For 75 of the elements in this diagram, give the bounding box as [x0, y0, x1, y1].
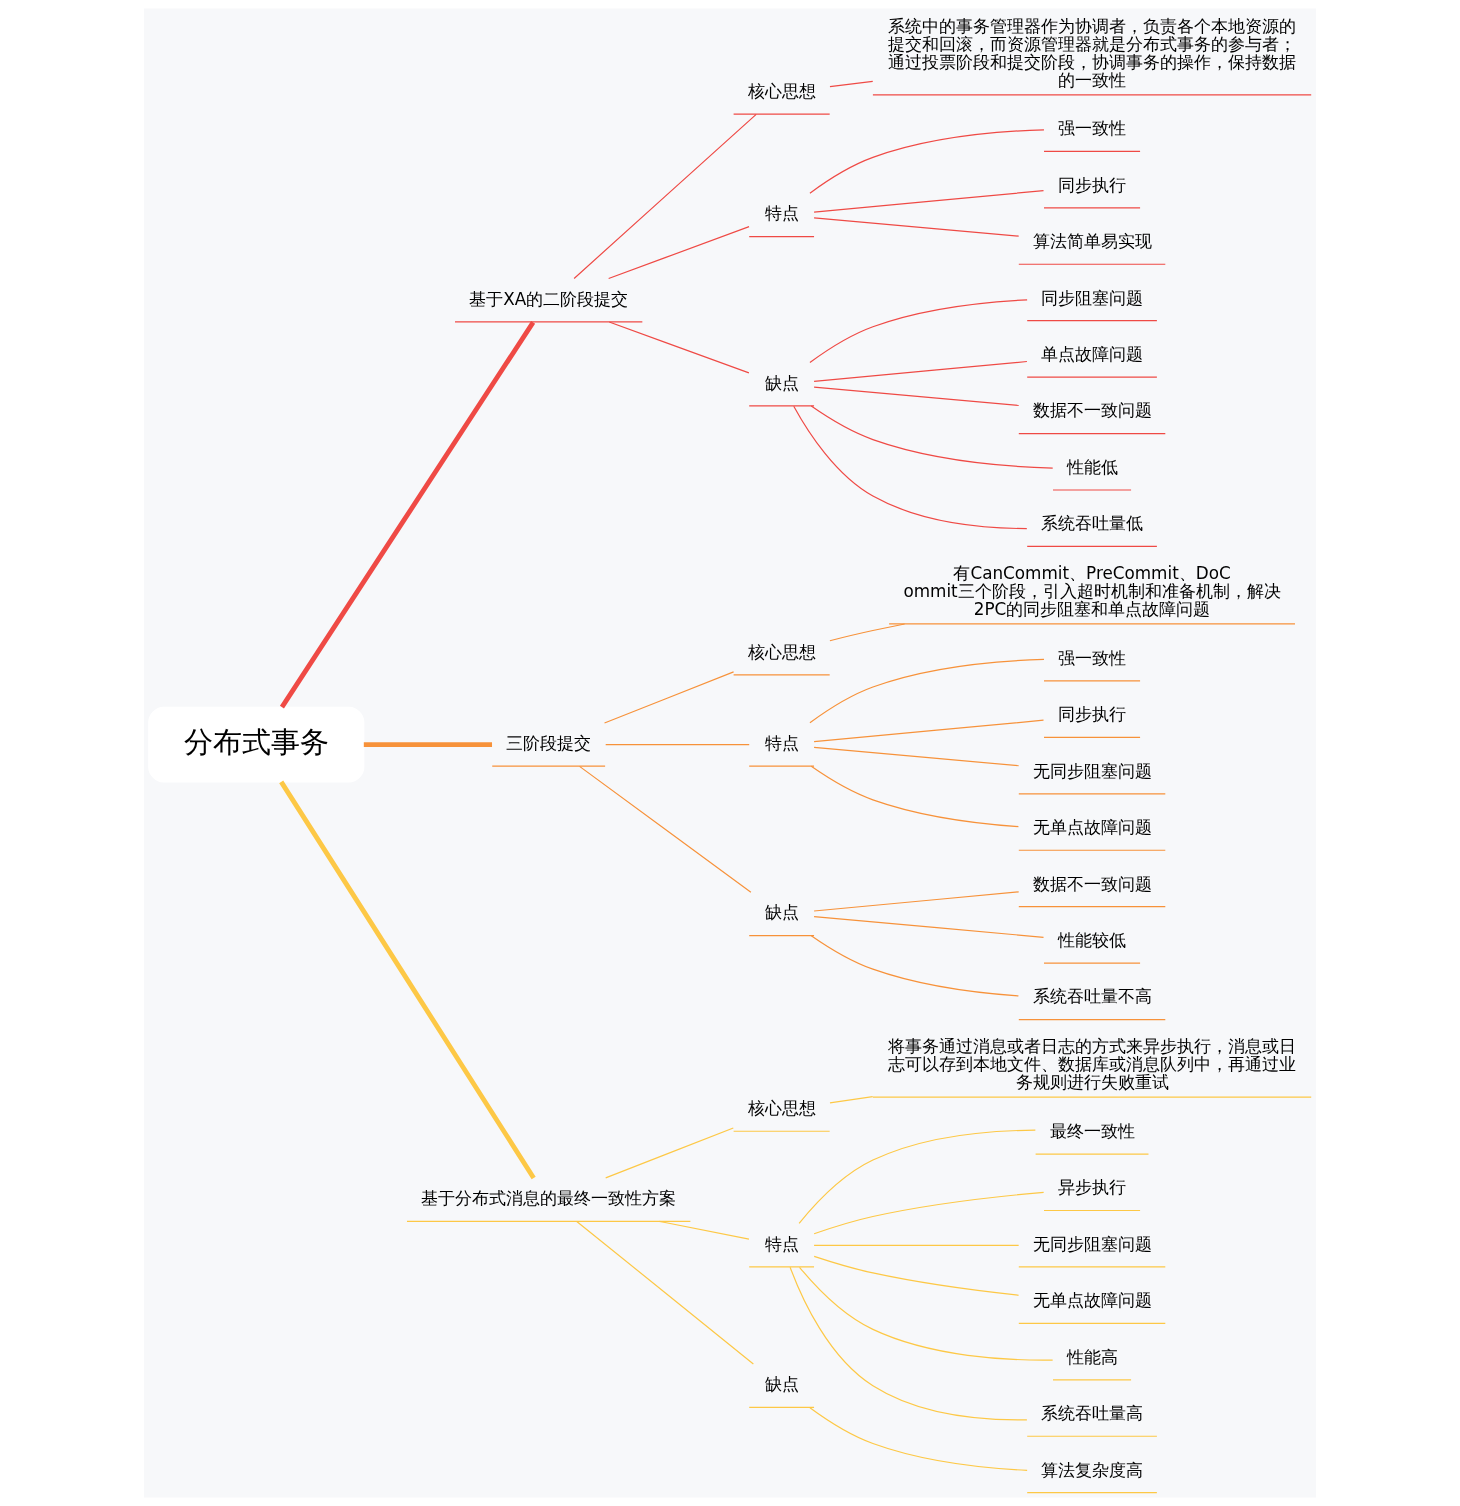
node-text: 性能较低 [1058, 929, 1127, 950]
node-text: 算法复杂度高 [1041, 1459, 1144, 1480]
node-text: 强一致性 [1058, 118, 1127, 139]
node-text: 算法简单易实现 [1032, 231, 1152, 252]
node-text: 系统吞吐量不高 [1032, 986, 1152, 1007]
connector [813, 360, 1028, 383]
node-text: 系统吞吐量高 [1041, 1403, 1144, 1424]
connector [573, 113, 757, 280]
node-text: 特点 [764, 733, 799, 754]
node-text: 核心思想 [747, 641, 816, 662]
node-text: 性能低 [1066, 456, 1118, 477]
connector [813, 719, 1045, 743]
node-text: 性能高 [1066, 1346, 1118, 1367]
node-text: 同步执行 [1058, 174, 1127, 195]
node-text: 无同步阻塞问题 [1032, 1233, 1152, 1254]
connector [829, 80, 874, 88]
connector [809, 658, 1045, 724]
node-text: 无同步阻塞问题 [1032, 760, 1152, 781]
node-text: 系统中的事务管理器作为协调者，负责各个本地资源的提交和回滚，而资源管理器就是分布式事务的参与者；通过投票阶段和提交阶段，协调事务的操作，保持数据的一致性 [888, 15, 1297, 90]
connector [810, 935, 1019, 997]
connector [813, 891, 1020, 912]
node-box: 分布式事务 [148, 706, 365, 783]
connector [813, 190, 1045, 213]
node-text: 无单点故障问题 [1032, 817, 1152, 838]
node-text: 无单点故障问题 [1032, 1290, 1152, 1311]
connector [603, 671, 735, 724]
node-text: 核心思想 [747, 80, 816, 101]
connector [813, 1244, 1020, 1246]
connector [810, 405, 1054, 469]
node-text: 特点 [764, 203, 799, 224]
connector [605, 744, 750, 746]
node-text: 缺点 [764, 902, 799, 923]
node-text: 基于XA的二阶段提交 [469, 288, 629, 309]
connector [813, 217, 1020, 237]
node-text: 单点故障问题 [1041, 343, 1144, 364]
connector [813, 746, 1020, 767]
node-text: 缺点 [764, 372, 799, 393]
connector [279, 321, 536, 709]
node-text: 核心思想 [747, 1098, 816, 1119]
connector [605, 1127, 734, 1179]
connector [793, 405, 1028, 530]
node-text: 有CanCommit、PreCommit、DoCommit三个阶段，引入超时机制和准备机制，解决2PC的同步阻塞和单点故障问题 [903, 562, 1281, 619]
node-text: 异步执行 [1058, 1177, 1127, 1198]
connector [789, 1266, 1028, 1421]
connector [813, 916, 1045, 938]
node-text: 同步执行 [1058, 704, 1127, 725]
connector [578, 765, 752, 893]
node-text: 基于分布式消息的最终一致性方案 [421, 1188, 677, 1209]
connector [608, 226, 750, 280]
connector [798, 1129, 1036, 1225]
node-text: 数据不一致问题 [1032, 873, 1152, 894]
connector [576, 1220, 754, 1365]
connector [658, 1220, 750, 1240]
connector [809, 299, 1028, 364]
node-text: 最终一致性 [1049, 1120, 1135, 1141]
connector [829, 623, 906, 642]
connector [363, 742, 492, 747]
node-text: 将事务通过消息或者日志的方式来异步执行，消息或日志可以存到本地文件、数据库或消息队列中，再通过业务规则进行失败重试 [888, 1035, 1297, 1092]
node-text: 强一致性 [1058, 647, 1127, 668]
node-text: 系统吞吐量低 [1041, 513, 1144, 534]
node-text: 特点 [764, 1233, 799, 1254]
node-text: 数据不一致问题 [1032, 400, 1152, 421]
connector [813, 386, 1020, 407]
connector [809, 129, 1045, 194]
connector [813, 1255, 1020, 1296]
node-text: 同步阻塞问题 [1041, 287, 1144, 308]
connector [809, 1407, 1028, 1471]
connector [279, 780, 536, 1180]
connector [798, 1266, 1054, 1361]
connector [813, 1191, 1045, 1235]
connector [810, 765, 1019, 828]
connector [608, 321, 750, 374]
node-text: 缺点 [764, 1374, 799, 1395]
node-text: 三阶段提交 [506, 733, 592, 754]
connector [829, 1096, 874, 1104]
